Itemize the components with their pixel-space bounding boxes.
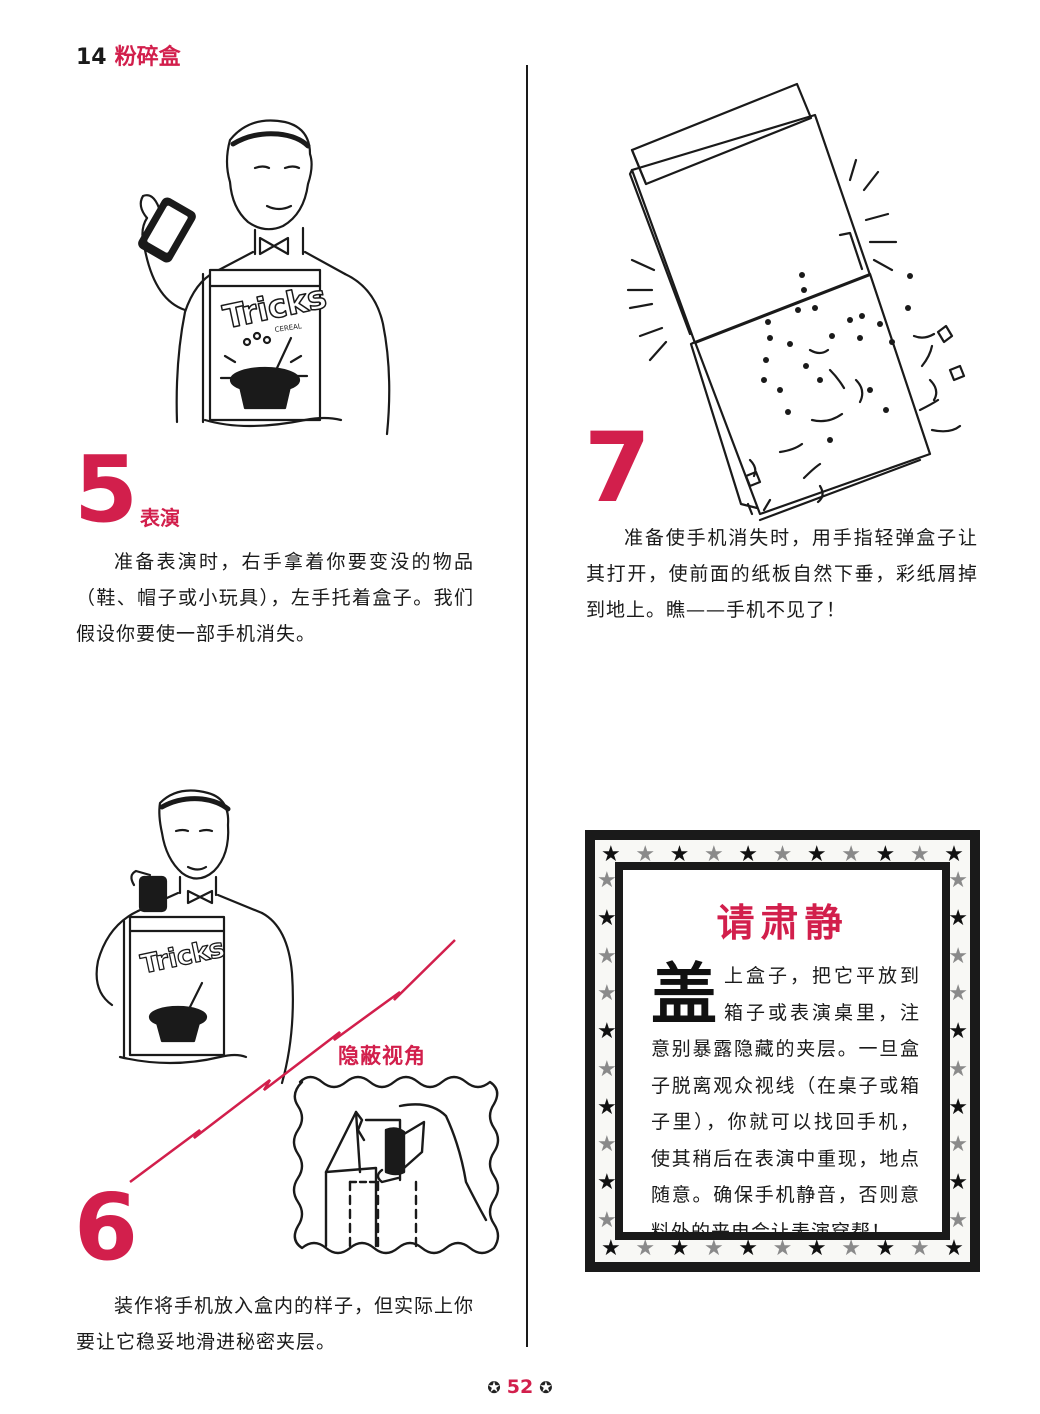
step-5-text: 准备表演时，右手拿着你要变没的物品（鞋、帽子或小玩具），左手托着盒子。我们假设你… [76, 551, 474, 645]
star-badge-icon: ✪ [539, 1378, 553, 1397]
notice-inner-border: 请肃静 盖上盒子，把它平放到箱子或表演桌里，注意别暴露隐藏的夹层。一旦盒子脱离观… [615, 862, 950, 1243]
notice-title: 请肃静 [716, 901, 849, 945]
step-6-number: 6 [74, 1174, 139, 1281]
column-divider [526, 65, 528, 1347]
star-border-bottom: ★★★★★★★★★★★ [601, 1236, 964, 1261]
chapter-title: 粉碎盒 [114, 45, 181, 70]
step-5-label: 表演 [140, 506, 180, 530]
magician-inserting-phone-illustration: Tricks [95, 789, 294, 1085]
star-border-top: ★★★★★★★★★★★ [601, 842, 964, 867]
page-footer: ✪ 52 ✪ [0, 1376, 1040, 1398]
step-5-number: 5 [74, 436, 139, 543]
notice-content: 请肃静 盖上盒子，把它平放到箱子或表演桌里，注意别暴露隐藏的夹层。一旦盒子脱离观… [623, 870, 942, 1243]
notice-body: 上盒子，把它平放到箱子或表演桌里，注意别暴露隐藏的夹层。一旦盒子脱离观众视线（在… [651, 965, 920, 1243]
box-opening-confetti-illustration [626, 82, 966, 522]
notice-box: ★★★★★★★★★★★ ★★★★★★★★★★★ ★★★★★★★★★★ ★★★★★… [585, 830, 980, 1272]
secret-view-illustration [292, 1075, 500, 1255]
notice-star-frame: ★★★★★★★★★★★ ★★★★★★★★★★★ ★★★★★★★★★★ ★★★★★… [595, 840, 970, 1262]
star-border-left: ★★★★★★★★★★ [597, 868, 617, 1233]
star-badge-icon: ✪ [487, 1378, 501, 1397]
notice-dropcap: 盖 [651, 956, 718, 1033]
step-7-number: 7 [584, 412, 651, 524]
svg-text:CEREAL: CEREAL [274, 322, 302, 334]
notice-text: 盖上盒子，把它平放到箱子或表演桌里，注意别暴露隐藏的夹层。一旦盒子脱离观众视线（… [651, 958, 920, 1250]
chapter-header: 14 粉碎盒 [76, 44, 181, 72]
secret-view-label: 隐蔽视角 [338, 1044, 426, 1068]
step-7-text: 准备使手机消失时，用手指轻弹盒子让其打开，使前面的纸板自然下垂，彩纸屑掉到地上。… [586, 527, 978, 621]
star-border-right: ★★★★★★★★★★ [948, 868, 968, 1233]
lightning-divider-icon [129, 939, 456, 1184]
step-6-text: 装作将手机放入盒内的样子，但实际上你要让它稳妥地滑进秘密夹层。 [76, 1295, 475, 1353]
magician-phone-illustration: Tricks CEREAL [138, 119, 391, 436]
chapter-number: 14 [76, 45, 107, 70]
page-number: 52 [506, 1376, 534, 1398]
